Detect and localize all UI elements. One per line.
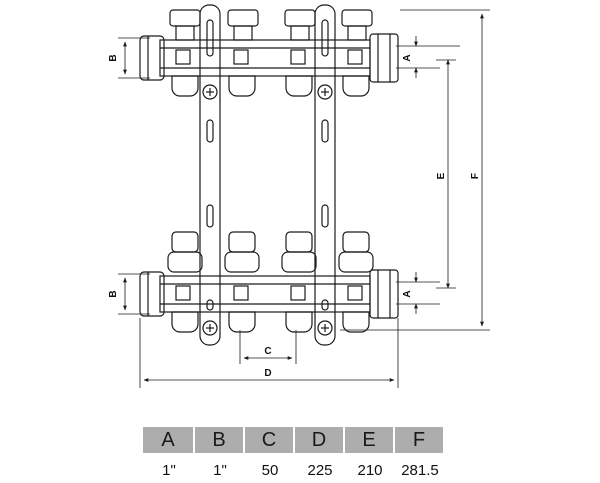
- bottom-left-fitting: [139, 271, 165, 317]
- value-d: 225: [307, 461, 333, 479]
- value-b: 1": [213, 461, 227, 479]
- dim-label-d: D: [264, 368, 271, 379]
- header-c: C: [245, 427, 295, 453]
- dim-label-a-bottom: A: [402, 290, 413, 297]
- top-manifold-bar: [159, 39, 371, 77]
- top-valves: [169, 9, 373, 97]
- right-bracket: [314, 4, 336, 346]
- dim-label-a-top: A: [402, 54, 413, 61]
- top-right-fitting: [369, 33, 399, 83]
- dimensions-table: A B C D E F 1" 1" 50 225 210 281.5: [143, 427, 445, 483]
- dim-label-f: F: [470, 173, 481, 179]
- manifold-diagram: B B A A E F C D: [108, 4, 490, 388]
- header-e: E: [345, 427, 395, 453]
- dim-label-b-top: B: [108, 54, 119, 61]
- table-header-row: A B C D E F: [143, 427, 445, 453]
- dim-label-c: C: [264, 346, 271, 357]
- header-a: A: [143, 427, 195, 453]
- value-f: 281.5: [401, 461, 439, 479]
- value-e: 210: [357, 461, 383, 479]
- bottom-manifold-bar: [159, 275, 371, 313]
- bottom-right-fitting: [369, 269, 399, 319]
- dim-label-e: E: [436, 172, 447, 179]
- top-left-fitting: [139, 35, 165, 81]
- header-f: F: [395, 427, 445, 453]
- value-a: 1": [162, 461, 176, 479]
- value-c: 50: [261, 461, 279, 479]
- bottom-valves: [167, 231, 374, 333]
- left-bracket: [199, 4, 221, 346]
- dim-label-b-bottom: B: [108, 290, 119, 297]
- table-value-row: 1" 1" 50 225 210 281.5: [143, 453, 445, 483]
- header-d: D: [295, 427, 345, 453]
- header-b: B: [195, 427, 245, 453]
